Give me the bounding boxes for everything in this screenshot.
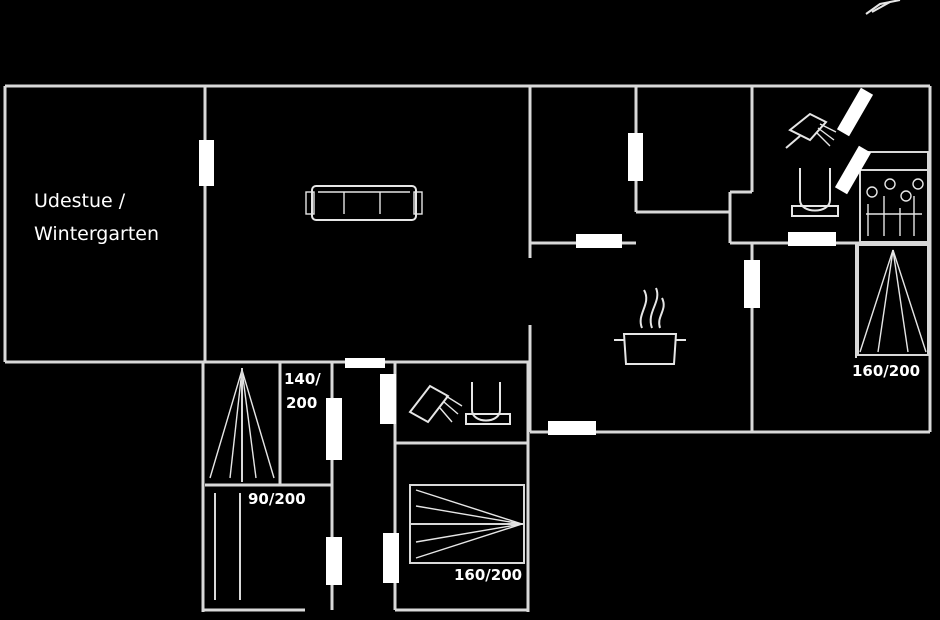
sauna-icon [866,178,924,236]
compass-icon [865,0,901,15]
bed-size-label-sw-bunk-1: 140/ [284,370,321,388]
winter-garden-label-line1: Udestue / [34,190,126,212]
interior-walls [203,86,930,610]
toilet-icon [791,168,839,217]
bed-size-label-s: 160/200 [454,566,522,584]
shower-icon [785,112,837,149]
sofa-icon [305,185,423,221]
double-bed-icon [857,244,929,356]
double-bed-icon-south [409,484,525,564]
toilet-icon-south [465,382,511,425]
doors [199,87,874,585]
bed-size-label-sw-bunk-2: 200 [286,394,317,412]
shower-icon-south [408,384,463,424]
bed-size-label-ne: 160/200 [852,362,920,380]
single-bed-icon [209,368,275,482]
winter-garden-label-line2: Wintergarten [34,223,159,245]
cooking-pot-icon [614,287,686,365]
bed-size-label-sw: 90/200 [248,490,306,508]
